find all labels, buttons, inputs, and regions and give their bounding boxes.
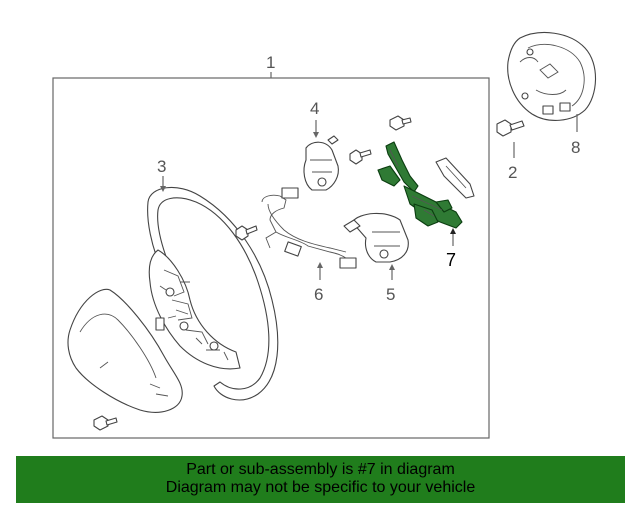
callout-4[interactable]: 4: [310, 99, 319, 118]
notice-banner: Part or sub-assembly is #7 in diagram Di…: [16, 456, 625, 503]
callout-1[interactable]: 1: [266, 53, 275, 72]
screw-top: [389, 115, 412, 131]
switch-part-5[interactable]: [343, 212, 409, 263]
wire-harness-part-6[interactable]: [261, 187, 357, 269]
callout-2[interactable]: 2: [508, 163, 517, 182]
switch-part-4[interactable]: [303, 135, 339, 191]
callout-7[interactable]: 7: [446, 250, 456, 270]
lower-cover: [67, 288, 183, 413]
screw-bottom-left: [93, 415, 118, 431]
banner-line-2: Diagram may not be specific to your vehi…: [165, 479, 476, 496]
callout-5[interactable]: 5: [386, 285, 395, 304]
callout-3[interactable]: 3: [157, 157, 166, 176]
wiring-bracket-part-7[interactable]: [377, 141, 463, 229]
steering-wheel-part-3[interactable]: [147, 186, 279, 401]
callout-6[interactable]: 6: [314, 285, 323, 304]
arrow-7: [450, 228, 456, 234]
screw-middle: [235, 225, 258, 241]
arrow-4: [313, 132, 319, 138]
arrow-6: [317, 262, 323, 268]
bolt-part-2[interactable]: [496, 119, 525, 137]
airbag-module-part-8[interactable]: [507, 32, 597, 121]
callout-8[interactable]: 8: [571, 138, 580, 157]
trim-strip: [435, 157, 475, 199]
arrow-5: [389, 264, 395, 270]
screw-upper-middle: [349, 149, 372, 165]
arrow-3: [160, 186, 166, 192]
banner-line-1: Part or sub-assembly is #7 in diagram: [186, 461, 455, 478]
